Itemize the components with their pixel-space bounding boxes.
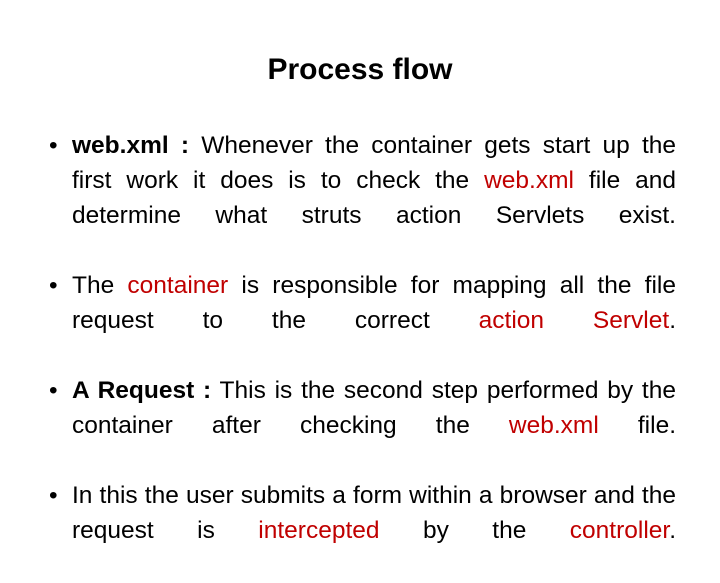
bullet-list: • web.xml : Whenever the container gets s…: [42, 128, 676, 583]
bullet-point-icon: •: [49, 377, 58, 404]
bullet-point-icon: •: [49, 272, 58, 299]
text-run-bold: A Request :: [72, 377, 212, 404]
slide-canvas: Process flow • web.xml : Whenever the con…: [49, 53, 677, 544]
text-run-plain: The: [72, 272, 128, 299]
page-title: Process flow: [267, 53, 453, 86]
list-item: •In this the user submits a form within …: [42, 478, 676, 583]
text-run-plain: This is the second step performed by the…: [72, 377, 676, 439]
text-run-plain: .: [669, 307, 676, 334]
list-item: • A Request : This is the second step per…: [42, 373, 676, 478]
text-run-bold: web.xml :: [72, 132, 190, 159]
text-run-plain: .: [669, 517, 677, 544]
text-run-plain: file.: [598, 412, 676, 439]
text-run-red: action Servlet: [478, 307, 670, 334]
text-run-red: container: [127, 272, 229, 299]
list-item: • web.xml : Whenever the container gets s…: [42, 128, 676, 268]
bullet-point-icon: •: [49, 482, 58, 509]
text-run-plain: file and determine what struts action Se…: [72, 167, 677, 229]
text-run-plain: is responsible for mapping all the file …: [72, 272, 676, 334]
bullet-point-icon: •: [49, 132, 58, 159]
list-item: • The container is responsible for mappin…: [42, 268, 676, 373]
text-run-red: web.xml: [484, 167, 574, 194]
text-run-red: web.xml: [508, 412, 599, 439]
text-run-plain: Whenever the container gets start up the…: [72, 132, 677, 194]
